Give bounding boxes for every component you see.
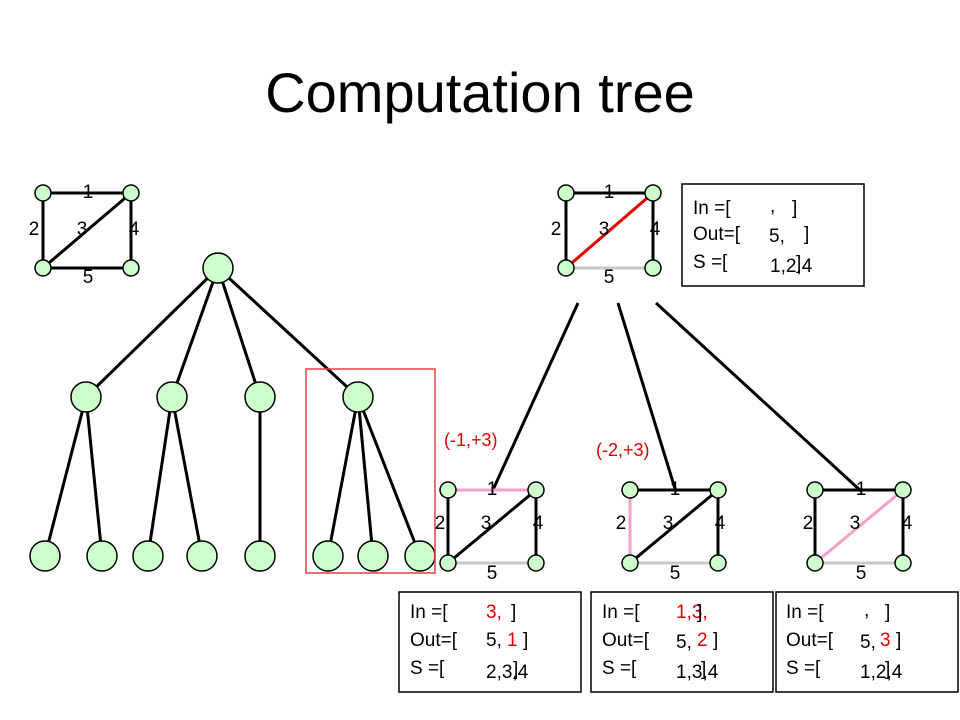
in-value: ,	[864, 600, 869, 621]
graph-label: 4	[715, 513, 726, 534]
s-close: ]	[513, 659, 518, 680]
graph-label: 3	[481, 513, 492, 534]
graph-label: 4	[533, 513, 544, 534]
tree-node	[132, 540, 164, 572]
tree-node	[70, 381, 102, 413]
graph-label: 3	[663, 513, 674, 534]
s-label: S =[	[602, 658, 637, 679]
tree-node	[186, 540, 218, 572]
tree-node	[404, 540, 436, 572]
graph-label: 1	[487, 479, 498, 500]
in-close: ]	[697, 602, 702, 623]
out-label: Out=[	[602, 630, 650, 651]
state-box-2: In =[ 1,3, ] Out=[ 5, 2 ] S =[ 1,3,4 ]	[590, 591, 774, 693]
graph-child-2: 1 2 3 4 5	[616, 479, 727, 584]
graph-label: 2	[803, 513, 814, 534]
state-box-top: In =[ , ] Out=[ 5, ] S =[ 1,2,4 ]	[681, 183, 865, 287]
highlight-frame	[305, 368, 436, 574]
graph-label: 5	[83, 267, 94, 288]
computation-tree-left	[29, 252, 436, 574]
tree-node	[357, 540, 389, 572]
in-label: In =[	[786, 602, 824, 623]
s-label: S =[	[693, 252, 728, 273]
tree-node	[342, 381, 374, 413]
graph-label: 1	[670, 479, 681, 500]
in-close: ]	[511, 602, 516, 623]
graph-label: 2	[551, 219, 562, 240]
out-close: ]	[713, 630, 718, 651]
out-value: 5,	[486, 630, 502, 651]
graph-top-right: 1 2 3 4 5	[551, 182, 662, 288]
state-box-3: In =[ , ] Out=[ 5, 3 ] S =[ 1,2,4 ]	[775, 591, 959, 693]
graph-label: 1	[83, 182, 94, 203]
in-value: 3,	[486, 602, 502, 623]
in-label: In =[	[410, 602, 448, 623]
graph-label: 5	[856, 563, 867, 584]
tree-node	[86, 540, 118, 572]
out-value: 5,	[676, 632, 692, 653]
graph-child-3: 1 2 3 4 5	[803, 479, 913, 584]
out-label: Out=[	[786, 630, 834, 651]
graph-label: 5	[604, 267, 615, 288]
s-close: ]	[796, 253, 801, 274]
tree-node	[156, 381, 188, 413]
out-label: Out=[	[693, 224, 741, 245]
graph-label: 2	[616, 513, 627, 534]
s-label: S =[	[786, 658, 821, 679]
s-label: S =[	[410, 658, 445, 679]
in-label: In =[	[693, 198, 731, 219]
in-value: 1,3,	[676, 602, 708, 623]
graph-top-left: 1 2 3 4 5	[29, 182, 140, 288]
out-close: ]	[523, 630, 528, 651]
graph-label: 3	[77, 219, 88, 240]
graph-label: 1	[856, 479, 867, 500]
out-value-new: 2	[697, 630, 708, 651]
tree-node	[312, 540, 344, 572]
state-box-1: In =[ 3, ] Out=[ 5, 1 ] S =[ 2,3,4 ]	[398, 591, 582, 693]
out-value-new: 3	[880, 630, 891, 651]
graph-label: 4	[902, 513, 913, 534]
s-value: 1,3,4	[676, 662, 719, 683]
tree-node	[202, 252, 234, 284]
tree-node	[244, 381, 276, 413]
s-value: 1,2,4	[860, 662, 903, 683]
slide-title: Computation tree	[265, 61, 695, 124]
out-value-new: 1	[507, 630, 518, 651]
in-label: In =[	[602, 602, 640, 623]
graph-child-1: 1 2 3 4 5	[435, 479, 545, 584]
tree-node	[29, 540, 61, 572]
out-close: ]	[896, 630, 901, 651]
s-close: ]	[701, 659, 706, 680]
s-value: 1,2,4	[770, 256, 813, 277]
out-close: ]	[804, 224, 809, 245]
graph-label: 3	[599, 219, 610, 240]
out-value: 5,	[769, 226, 785, 247]
graph-label: 5	[670, 563, 681, 584]
tree-node	[244, 540, 276, 572]
graph-label: 4	[650, 219, 661, 240]
in-close: ]	[885, 602, 890, 623]
graph-label: 1	[604, 182, 615, 203]
out-value: 5,	[860, 632, 876, 653]
graph-label: 2	[29, 219, 40, 240]
edge-label-second: (-2,+3)	[596, 440, 650, 460]
s-close: ]	[885, 659, 890, 680]
s-value: 2,3,4	[486, 662, 529, 683]
in-close: ]	[792, 198, 797, 219]
graph-label: 3	[850, 513, 861, 534]
branch-edges: (-1,+3) (-2,+3)	[444, 301, 864, 494]
graph-label: 4	[129, 219, 140, 240]
out-label: Out=[	[410, 630, 458, 651]
graph-label: 2	[435, 513, 446, 534]
edge-label-first: (-1,+3)	[444, 430, 498, 450]
graph-label: 5	[487, 563, 498, 584]
in-value: ,	[770, 196, 775, 217]
